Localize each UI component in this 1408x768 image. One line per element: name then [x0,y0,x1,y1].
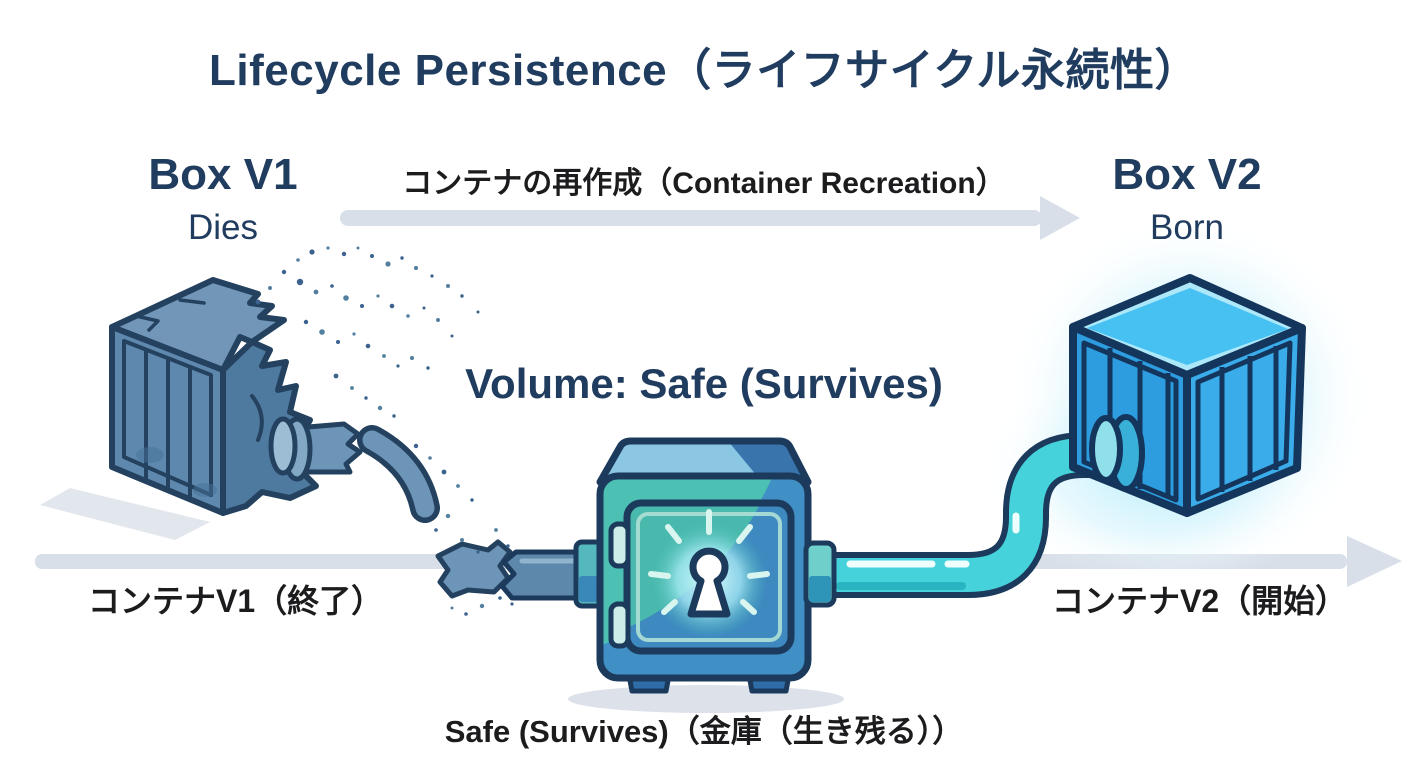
glowing-container-icon [1069,274,1306,517]
recreation-right-arrow-icon [340,196,1080,240]
broken-pipe-icon [499,539,605,609]
volume-heading: Volume: Safe (Survives) [465,360,943,407]
keyhole-icon [687,547,731,618]
page-title: Lifecycle Persistence（ライフサイクル永続性） [209,46,1199,95]
glow-rays [648,509,770,615]
safe-vault-icon [499,437,844,713]
pipe-icon [834,432,1120,598]
box-v1-state: Dies [187,208,259,247]
broken-pipe-icon [268,416,513,599]
disintegration-particles [268,246,530,610]
broken-container-icon [40,246,530,616]
box-v2-heading: Box V2 [1112,150,1262,199]
container-v2-timeline-label: コンテナV2（開始） [1052,583,1348,619]
box-v1-heading: Box V1 [148,150,298,199]
disintegration-particles [255,249,514,616]
safe-caption: Safe (Survives)（金庫（生き残る）） [444,714,964,749]
container-v1-timeline-label: コンテナV1（終了） [88,583,384,619]
recreation-arrow-label: コンテナの再作成（Container Recreation） [402,167,1006,200]
box-v2-state: Born [1150,208,1224,247]
